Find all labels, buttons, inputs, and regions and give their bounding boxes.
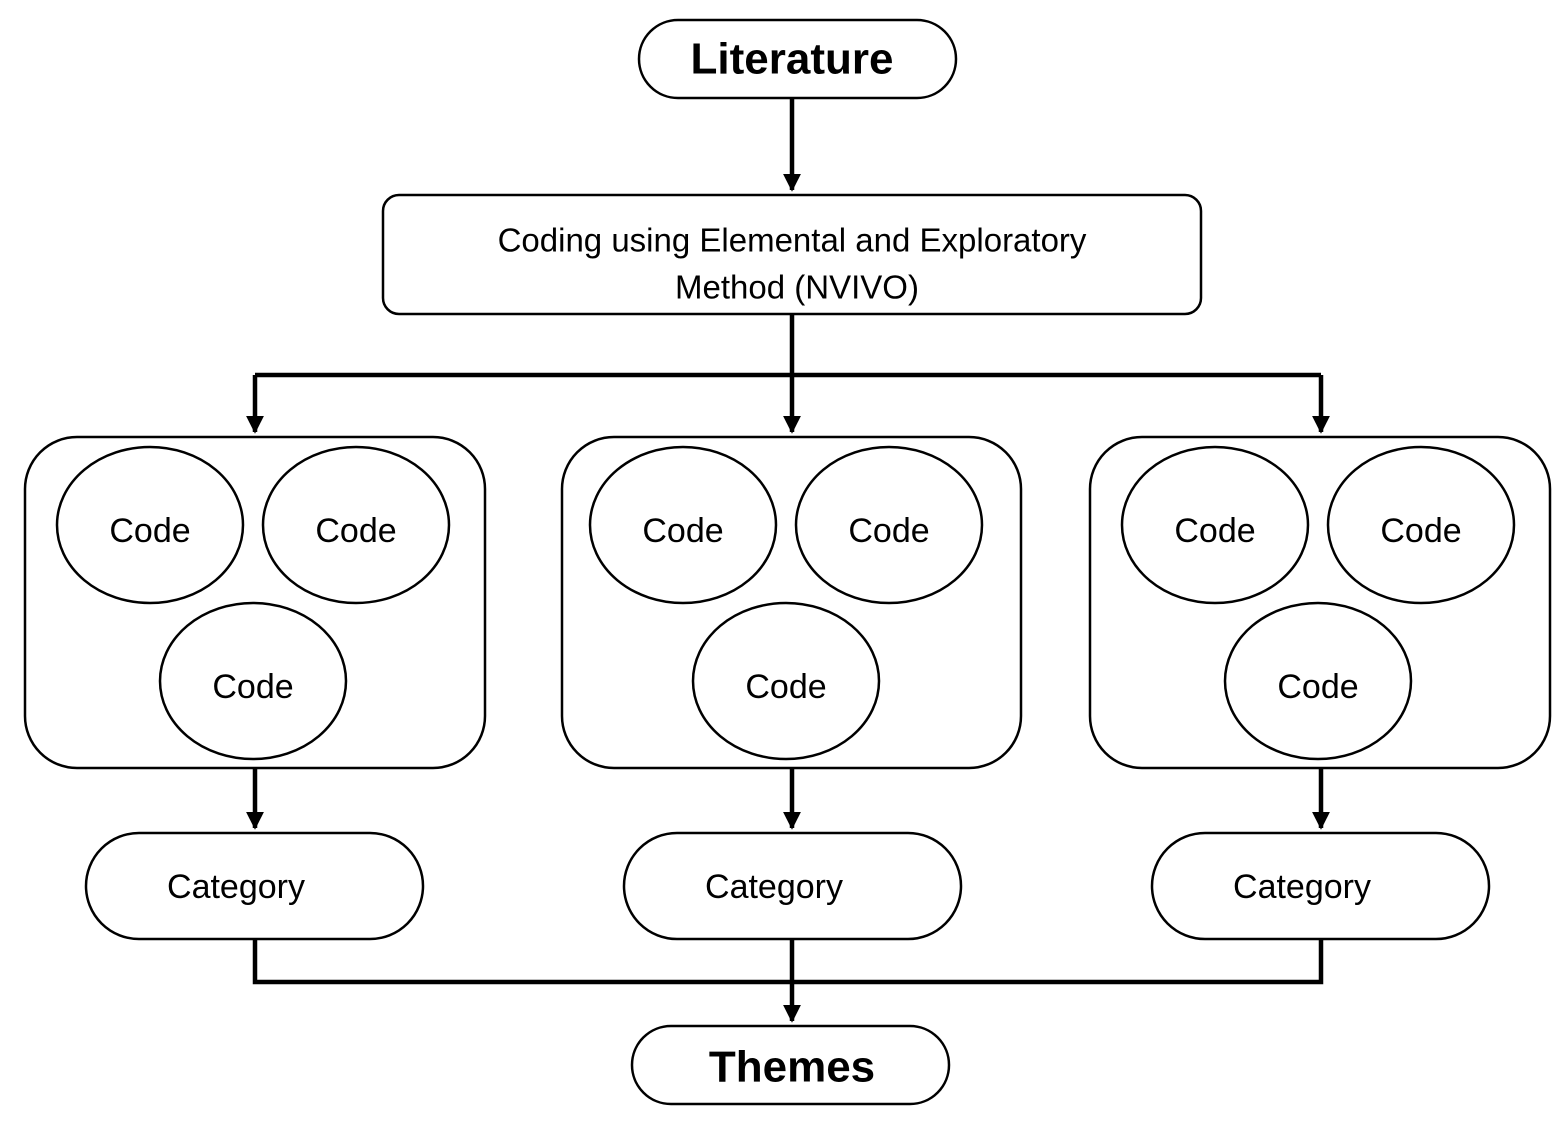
code-group-3: Code Code Code [1088, 435, 1552, 770]
code-ellipse [691, 601, 881, 761]
code-ellipse [1223, 601, 1413, 761]
code-ellipse [588, 445, 778, 605]
themes-label: Themes [709, 1043, 875, 1092]
literature-node: Literature [637, 18, 958, 100]
category-label: Category [705, 868, 843, 906]
coding-process-line-1: Coding using Elemental and Exploratory [498, 222, 1087, 259]
coding-process-node: Coding using Elemental and Exploratory M… [381, 193, 1203, 316]
themes-node: Themes [630, 1024, 951, 1106]
code-ellipse [55, 445, 245, 605]
code-label: Code [848, 512, 929, 550]
code-ellipse [794, 445, 984, 605]
code-group-1: Code Code Code [23, 435, 487, 770]
edge-categories-merge [252, 939, 1324, 985]
literature-label: Literature [691, 35, 894, 84]
code-label: Code [1174, 512, 1255, 550]
code-label: Code [212, 668, 293, 706]
code-ellipse [158, 601, 348, 761]
category-node-2: Category [622, 831, 963, 941]
code-label: Code [745, 668, 826, 706]
code-label: Code [315, 512, 396, 550]
code-ellipse [1326, 445, 1516, 605]
code-ellipse [261, 445, 451, 605]
code-label: Code [1380, 512, 1461, 550]
code-group-2: Code Code Code [560, 435, 1023, 770]
code-label: Code [1277, 668, 1358, 706]
edges [246, 98, 1330, 1023]
category-node-1: Category [84, 831, 425, 941]
category-label: Category [1233, 868, 1371, 906]
category-node-3: Category [1150, 831, 1491, 941]
code-label: Code [642, 512, 723, 550]
coding-process-line-2: Method (NVIVO) [675, 269, 919, 306]
code-label: Code [109, 512, 190, 550]
category-label: Category [167, 868, 305, 906]
code-ellipse [1120, 445, 1310, 605]
